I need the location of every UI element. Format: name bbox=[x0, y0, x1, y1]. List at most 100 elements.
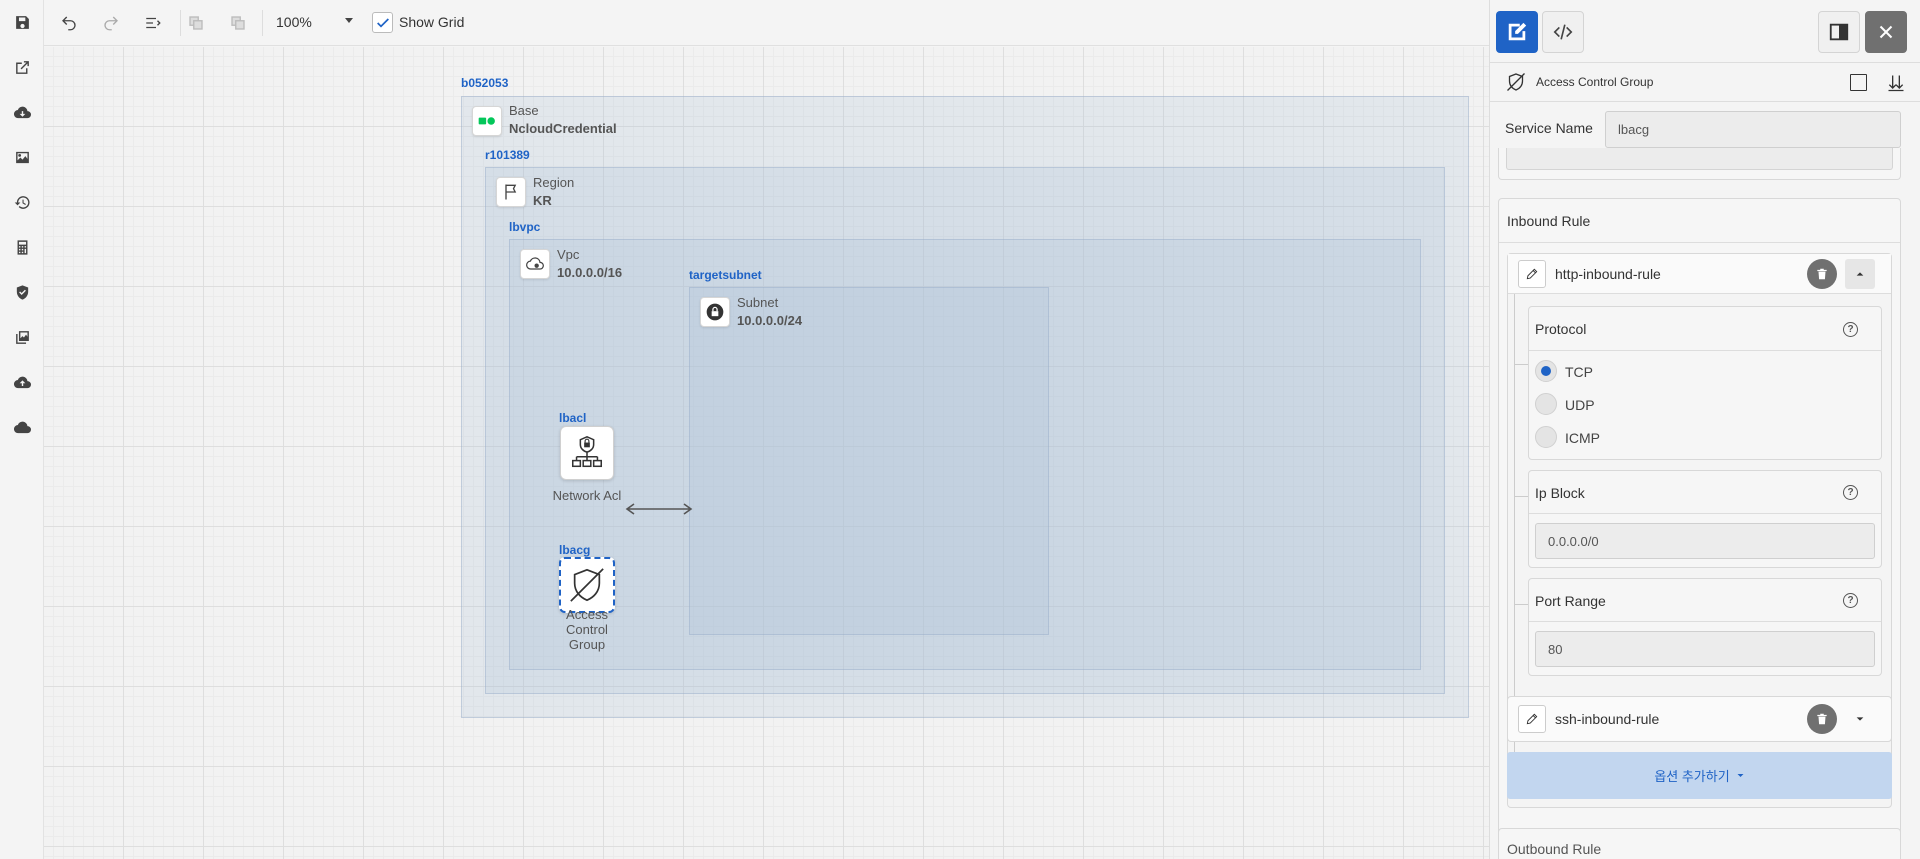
ip-block-title: Ip Block bbox=[1535, 485, 1585, 501]
pencil-icon bbox=[1526, 268, 1538, 280]
network-acl-label: Network Acl bbox=[552, 488, 622, 503]
redo-icon[interactable] bbox=[99, 11, 123, 35]
port-range-input[interactable]: 80 bbox=[1535, 631, 1875, 667]
acg-label-line-3: Group bbox=[568, 637, 606, 652]
credential-icon bbox=[472, 106, 502, 136]
protocol-option-tcp: TCP bbox=[1565, 364, 1593, 380]
protocol-radio-tcp[interactable] bbox=[1535, 360, 1557, 382]
vpc-group[interactable] bbox=[509, 239, 1421, 670]
subnet-group-id[interactable]: targetsubnet bbox=[689, 268, 762, 282]
rule-name: ssh-inbound-rule bbox=[1555, 711, 1660, 727]
resource-header bbox=[1490, 62, 1920, 102]
close-icon bbox=[1879, 25, 1893, 39]
cloud-vpc-icon bbox=[520, 249, 550, 279]
ip-block-input[interactable]: 0.0.0.0/0 bbox=[1535, 523, 1875, 559]
protocol-help-icon[interactable]: ? bbox=[1843, 322, 1858, 337]
split-view-icon bbox=[1829, 23, 1849, 41]
acl-node-id[interactable]: lbacl bbox=[559, 411, 587, 425]
region-value: KR bbox=[533, 193, 552, 208]
chevron-up-icon bbox=[1856, 272, 1864, 276]
protocol-option-udp: UDP bbox=[1565, 397, 1595, 413]
protocol-title: Protocol bbox=[1535, 321, 1587, 337]
close-panel-button[interactable] bbox=[1865, 11, 1907, 53]
cloud-upload-icon[interactable] bbox=[10, 370, 34, 394]
collapse-rule-button[interactable] bbox=[1845, 259, 1875, 289]
shield-check-icon[interactable] bbox=[10, 280, 34, 304]
port-range-title: Port Range bbox=[1535, 593, 1606, 609]
service-name-input[interactable]: lbacg bbox=[1605, 111, 1901, 148]
network-acl-node[interactable] bbox=[560, 426, 614, 480]
port-range-help-icon[interactable]: ? bbox=[1843, 593, 1858, 608]
toolbar-divider bbox=[262, 10, 263, 36]
trash-icon bbox=[1817, 713, 1827, 725]
chevron-down-icon bbox=[1856, 717, 1864, 721]
credential-value: NcloudCredential bbox=[509, 121, 617, 136]
form-view-button[interactable] bbox=[1496, 11, 1538, 53]
network-acl-icon bbox=[571, 436, 603, 468]
outbound-rule-section bbox=[1498, 828, 1901, 859]
show-grid-checkbox[interactable] bbox=[372, 12, 393, 33]
sort-icon[interactable] bbox=[1886, 73, 1906, 93]
protocol-option-icmp: ICMP bbox=[1565, 430, 1600, 446]
subnet-group[interactable] bbox=[689, 287, 1049, 635]
delete-rule-button[interactable] bbox=[1807, 704, 1837, 734]
gallery-icon[interactable] bbox=[10, 325, 34, 349]
vpc-group-id[interactable]: lbvpc bbox=[509, 220, 541, 234]
diagram-canvas[interactable]: b052053 Base NcloudCredential r101389 Re… bbox=[44, 47, 1489, 859]
pencil-icon bbox=[1526, 713, 1538, 725]
undo-icon[interactable] bbox=[57, 11, 81, 35]
toolbar-divider bbox=[180, 10, 181, 36]
image-icon[interactable] bbox=[10, 145, 34, 169]
region-group[interactable] bbox=[485, 167, 1445, 694]
acg-node-id[interactable]: lbacg bbox=[559, 543, 591, 557]
auto-layout-icon[interactable] bbox=[141, 11, 165, 35]
inbound-rule-title: Inbound Rule bbox=[1507, 213, 1591, 229]
edit-rule-name-button[interactable] bbox=[1518, 260, 1546, 288]
code-view-button[interactable] bbox=[1542, 11, 1584, 53]
edit-form-icon bbox=[1508, 22, 1527, 41]
region-group-id[interactable]: r101389 bbox=[485, 148, 530, 162]
ip-block-help-icon[interactable]: ? bbox=[1843, 485, 1858, 500]
credential-group-id[interactable]: b052053 bbox=[461, 76, 509, 90]
add-option-label: 옵션 추가하기 bbox=[1654, 769, 1730, 784]
service-name-label: Service Name bbox=[1505, 120, 1593, 136]
paste-icon[interactable] bbox=[226, 11, 250, 35]
editor-toolbar: 100% Show Grid bbox=[44, 0, 1489, 46]
expand-rule-button[interactable] bbox=[1845, 704, 1875, 734]
flag-icon bbox=[496, 177, 526, 207]
zoom-dropdown-icon[interactable] bbox=[345, 18, 353, 23]
credential-type: Base bbox=[509, 103, 539, 118]
region-type: Region bbox=[533, 175, 575, 190]
add-option-button[interactable]: 옵션 추가하기 bbox=[1507, 752, 1892, 799]
copy-icon[interactable] bbox=[184, 11, 208, 35]
toggle-panel-layout-button[interactable] bbox=[1818, 11, 1860, 53]
vpc-type: Vpc bbox=[557, 247, 580, 262]
acg-label-line-1: Access bbox=[566, 607, 608, 622]
connection-arrow[interactable] bbox=[624, 501, 694, 517]
ssh-inbound-rule-card bbox=[1507, 696, 1892, 742]
acg-label-line-2: Control bbox=[566, 622, 608, 637]
credential-group[interactable] bbox=[461, 96, 1469, 718]
access-control-group-icon bbox=[570, 568, 604, 602]
export-icon[interactable] bbox=[10, 55, 34, 79]
protocol-radio-udp[interactable] bbox=[1535, 393, 1557, 415]
protocol-radio-icmp[interactable] bbox=[1535, 426, 1557, 448]
save-icon[interactable] bbox=[10, 10, 34, 34]
cloud-icon[interactable] bbox=[10, 415, 34, 439]
delete-rule-button[interactable] bbox=[1807, 259, 1837, 289]
history-icon[interactable] bbox=[10, 190, 34, 214]
left-icon-rail bbox=[0, 0, 44, 859]
vpc-value: 10.0.0.0/16 bbox=[557, 265, 623, 280]
cloud-download-icon[interactable] bbox=[10, 100, 34, 124]
subnet-value: 10.0.0.0/24 bbox=[737, 313, 803, 328]
fullscreen-toggle-icon[interactable] bbox=[1850, 74, 1867, 91]
trash-icon bbox=[1817, 268, 1827, 280]
properties-panel: Access Control Group Service Name lbacg … bbox=[1489, 0, 1920, 859]
resource-type-label: Access Control Group bbox=[1536, 75, 1654, 89]
protocol-section bbox=[1528, 306, 1882, 460]
access-control-group-icon bbox=[1507, 73, 1525, 91]
access-control-group-node[interactable] bbox=[559, 557, 615, 613]
calculator-icon[interactable] bbox=[10, 235, 34, 259]
zoom-level[interactable]: 100% bbox=[276, 14, 312, 30]
edit-rule-name-button[interactable] bbox=[1518, 705, 1546, 733]
